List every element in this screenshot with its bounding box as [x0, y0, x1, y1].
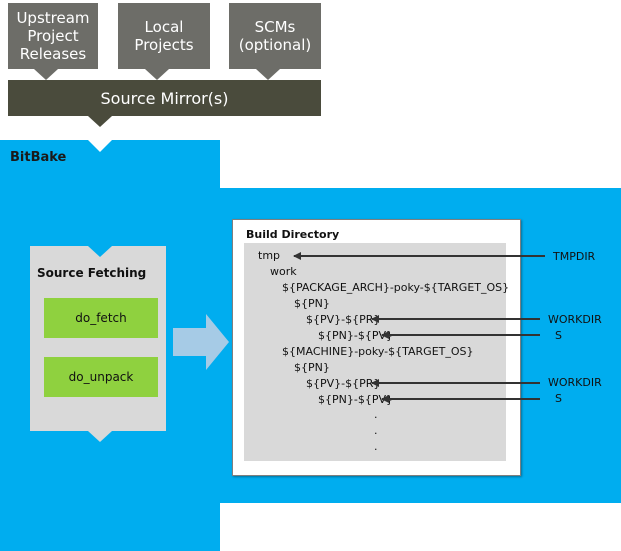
do-fetch-task: do_fetch: [44, 298, 158, 338]
source-local-box: Local Projects: [118, 3, 210, 69]
mirror-notch: [88, 116, 112, 127]
tree-pn-1: ${PN}: [294, 297, 330, 310]
tree-ellipsis-3: .: [374, 440, 378, 453]
do-fetch-label: do_fetch: [75, 311, 127, 325]
tree-tmp: tmp: [258, 249, 281, 262]
source-scm-label: SCMs (optional): [238, 18, 312, 54]
do-unpack-label: do_unpack: [68, 370, 134, 384]
bitbake-label: BitBake: [10, 150, 67, 165]
source-fetching-title: Source Fetching: [37, 266, 147, 280]
workdir-label-1: WORKDIR: [548, 313, 602, 326]
fetch-bottom-notch: [88, 431, 112, 442]
tmpdir-label: TMPDIR: [553, 250, 596, 263]
source-fetching-panel: [30, 246, 166, 431]
tree-package-arch: ${PACKAGE_ARCH}-poky-${TARGET_OS}: [282, 281, 510, 294]
do-unpack-task: do_unpack: [44, 357, 158, 397]
source-scm-box: SCMs (optional): [229, 3, 321, 69]
local-notch: [145, 69, 169, 80]
tree-pn-pv-1: ${PN}-${PV}: [318, 329, 393, 342]
tree-ellipsis-2: .: [374, 424, 378, 437]
tree-machine: ${MACHINE}-poky-${TARGET_OS}: [282, 345, 474, 358]
tree-pv-pr-1: ${PV}-${PR}: [306, 313, 381, 326]
fetch-top-notch: [88, 246, 112, 257]
source-upstream-box: Upstream Project Releases: [8, 3, 98, 69]
tree-pv-pr-2: ${PV}-${PR}: [306, 377, 381, 390]
source-mirror-bar: Source Mirror(s): [8, 80, 321, 116]
workdir-label-2: WORKDIR: [548, 376, 602, 389]
source-local-label: Local Projects: [134, 18, 194, 54]
s-label-1: S: [555, 329, 562, 342]
tree-pn-2: ${PN}: [294, 361, 330, 374]
tree-ellipsis-1: .: [374, 408, 378, 421]
tree-work: work: [270, 265, 297, 278]
build-directory-tree-panel: [244, 243, 506, 461]
flow-arrow-icon: [173, 314, 229, 370]
scm-notch: [256, 69, 280, 80]
source-upstream-label: Upstream Project Releases: [16, 9, 90, 63]
tree-pn-pv-2: ${PN}-${PV}: [318, 393, 393, 406]
bitbake-notch: [88, 140, 112, 152]
source-mirror-label: Source Mirror(s): [100, 88, 229, 108]
build-directory-title: Build Directory: [246, 228, 340, 241]
s-label-2: S: [555, 392, 562, 405]
upstream-notch: [34, 69, 58, 80]
